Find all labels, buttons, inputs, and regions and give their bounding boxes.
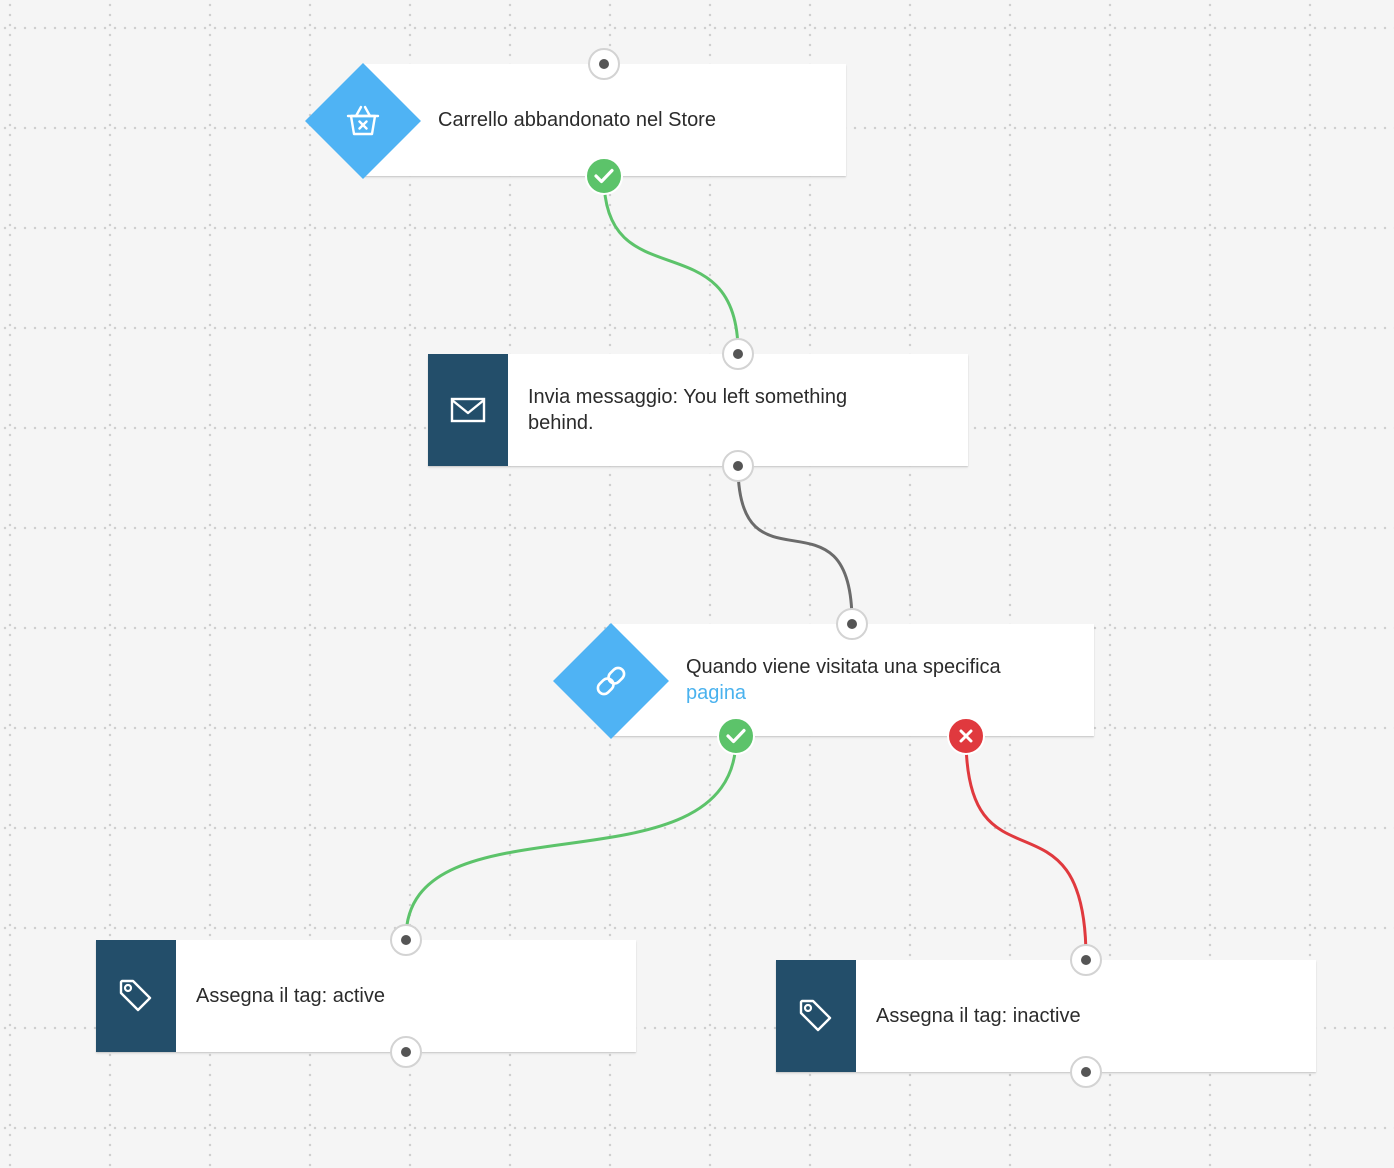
success-status-icon[interactable] [585,157,623,195]
condition-text: Quando viene visitata una specifica [686,656,1001,678]
output-port[interactable] [390,1036,422,1068]
link-icon [586,656,636,706]
envelope-icon [450,397,486,423]
node-tag-inactive-label: Assegna il tag: inactive [876,1005,1081,1027]
node-send-message-label: Invia messaggio: You left something behi… [528,386,848,434]
edge-cart-to-message [602,177,740,353]
input-port[interactable] [1070,944,1102,976]
success-status-icon[interactable] [717,717,755,755]
node-page-visit-label: Quando viene visitata una specifica pagi… [686,654,1086,706]
node-tag-active-label: Assegna il tag: active [196,985,385,1007]
input-port[interactable] [390,924,422,956]
edge-message-to-pagevisit [736,465,854,623]
node-abandoned-cart-label: Carrello abbandonato nel Store [438,109,716,131]
node-tag-inactive[interactable]: Assegna il tag: inactive [776,960,1316,1072]
input-port[interactable] [836,608,868,640]
output-port[interactable] [722,450,754,482]
tag-icon [119,979,152,1012]
node-tag-active[interactable]: Assegna il tag: active [96,940,636,1052]
tag-icon-tile [96,940,176,1052]
edge-pagevisit-no-to-inactive [964,737,1088,959]
envelope-icon-tile [428,354,508,466]
input-port[interactable] [588,48,620,80]
edge-pagevisit-yes-to-active [404,737,738,939]
tag-icon-tile [776,960,856,1072]
page-link[interactable]: pagina [686,682,747,704]
output-port[interactable] [1070,1056,1102,1088]
input-port[interactable] [722,338,754,370]
basket-x-icon [338,96,388,146]
node-send-message[interactable]: Invia messaggio: You left something behi… [428,354,968,466]
failure-status-icon[interactable] [947,717,985,755]
tag-icon [799,999,832,1032]
node-page-visit-condition[interactable]: Quando viene visitata una specifica pagi… [612,624,1094,736]
